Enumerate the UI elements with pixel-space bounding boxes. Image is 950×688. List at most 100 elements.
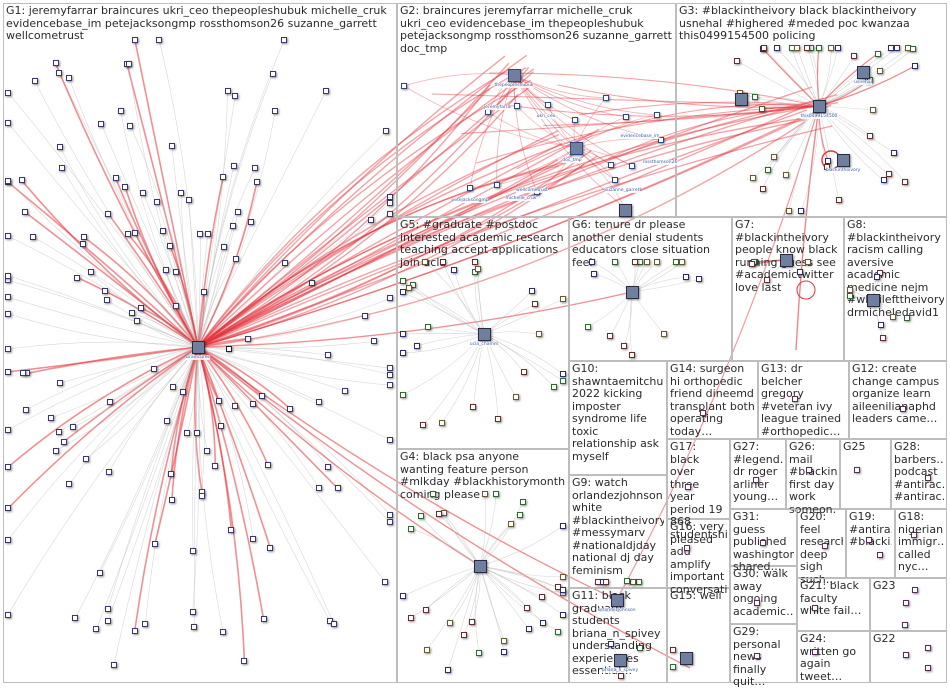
user-node [900, 406, 906, 412]
user-node [387, 200, 393, 207]
group-label: G30: walk away ongoing academic… [733, 568, 794, 618]
user-node [476, 650, 483, 657]
g2-edge [575, 114, 658, 149]
user-node [5, 537, 11, 544]
user-node [127, 122, 134, 129]
cross-group-edge [197, 86, 813, 348]
g1-edge [99, 346, 199, 574]
star-edge [785, 105, 820, 176]
g2-edge [513, 74, 607, 99]
node-label: usnehal [854, 80, 872, 85]
user-node [682, 274, 689, 281]
group-box-g16: G16: very pleased add amplify important … [667, 519, 730, 595]
user-node [231, 402, 238, 409]
group-box-g24: G24: written go again tweet… [797, 631, 870, 683]
g1-edge [51, 346, 199, 419]
user-node [414, 342, 421, 349]
user-node [508, 520, 515, 527]
user-node [170, 384, 177, 391]
node-label: jeremyfarrar [483, 105, 513, 110]
user-node [22, 406, 29, 413]
node-label: ukri_ceo [536, 114, 556, 119]
user-node [749, 261, 756, 268]
user-node [5, 272, 11, 279]
user-node [179, 388, 186, 395]
user-node [654, 112, 660, 118]
user-node [104, 297, 111, 304]
user-node [925, 665, 931, 671]
user-node [519, 498, 526, 505]
cross-group-edge [197, 346, 618, 601]
user-node [628, 352, 635, 358]
user-node [142, 621, 149, 628]
user-node [407, 614, 414, 621]
user-node [131, 37, 138, 43]
user-node [324, 352, 331, 358]
g1-edge-strong [24, 211, 199, 348]
user-node [334, 485, 341, 492]
user-node [315, 398, 322, 405]
star-edge [409, 288, 485, 335]
group-box-g7: G7: #blackintheivory people know black r… [732, 217, 844, 361]
g1-edge-strong [197, 346, 246, 661]
group-label: G9: watch orlandezjohnson white #blackin… [572, 477, 664, 577]
group-label: G22 [873, 633, 896, 645]
user-node [636, 579, 643, 585]
g1-edge [120, 111, 199, 348]
group-box-g1: G1: jeremyfarrar braincures ukri_ceo the… [3, 3, 397, 683]
user-node [788, 45, 795, 51]
user-node [912, 62, 919, 69]
user-node [190, 547, 197, 554]
group-label: G5: #graduate #postdoc interested academ… [400, 219, 564, 269]
group-label: G14: surgeon hi orthopedic friend dineem… [670, 363, 755, 438]
user-node [74, 274, 81, 281]
g1-edge [59, 346, 199, 384]
star-edge [818, 65, 916, 107]
user-node [128, 309, 135, 316]
hub-node [569, 141, 583, 155]
cross-group-edge [197, 69, 509, 348]
user-node [69, 424, 76, 431]
user-node [545, 102, 551, 108]
group-box-g5: G5: #graduate #postdoc interested academ… [397, 217, 569, 449]
user-node [422, 607, 429, 614]
user-node [138, 304, 145, 311]
user-node [461, 631, 468, 638]
cross-group-edge [197, 94, 838, 348]
user-node [105, 468, 112, 475]
user-node [608, 162, 614, 168]
g3-g2-edge [431, 93, 820, 107]
user-node [98, 120, 105, 127]
user-node [495, 415, 502, 422]
cross-group-edge [197, 133, 593, 348]
g1-edge [72, 346, 199, 428]
user-node [470, 403, 477, 410]
node-label: evidencebase_im [620, 134, 660, 139]
group-box-g25: G25 [840, 439, 891, 509]
user-node [785, 208, 792, 214]
user-node [903, 600, 909, 606]
group-box-g8: G8: #blackintheivory racism calling aver… [844, 217, 947, 361]
g1-edge [7, 92, 199, 348]
cross-group-edge [197, 158, 578, 348]
g1-edge [194, 346, 199, 627]
user-node [658, 137, 664, 143]
g1-edge [197, 283, 312, 348]
user-node [560, 573, 566, 580]
cross-group-edge [197, 67, 527, 348]
g2-edge [513, 74, 627, 118]
node-label: blackintheivory [825, 168, 861, 173]
g1-edge-strong [7, 346, 199, 509]
g1-edge [107, 300, 199, 348]
user-node [851, 53, 858, 60]
node-label: rossthomson26 [642, 160, 678, 165]
g1-edge [197, 346, 331, 622]
user-node [551, 384, 558, 391]
user-node [5, 119, 11, 126]
user-node [106, 398, 113, 405]
g1-edge-strong [26, 346, 199, 375]
user-node [629, 163, 635, 169]
user-node [156, 37, 163, 43]
user-node [891, 149, 898, 156]
